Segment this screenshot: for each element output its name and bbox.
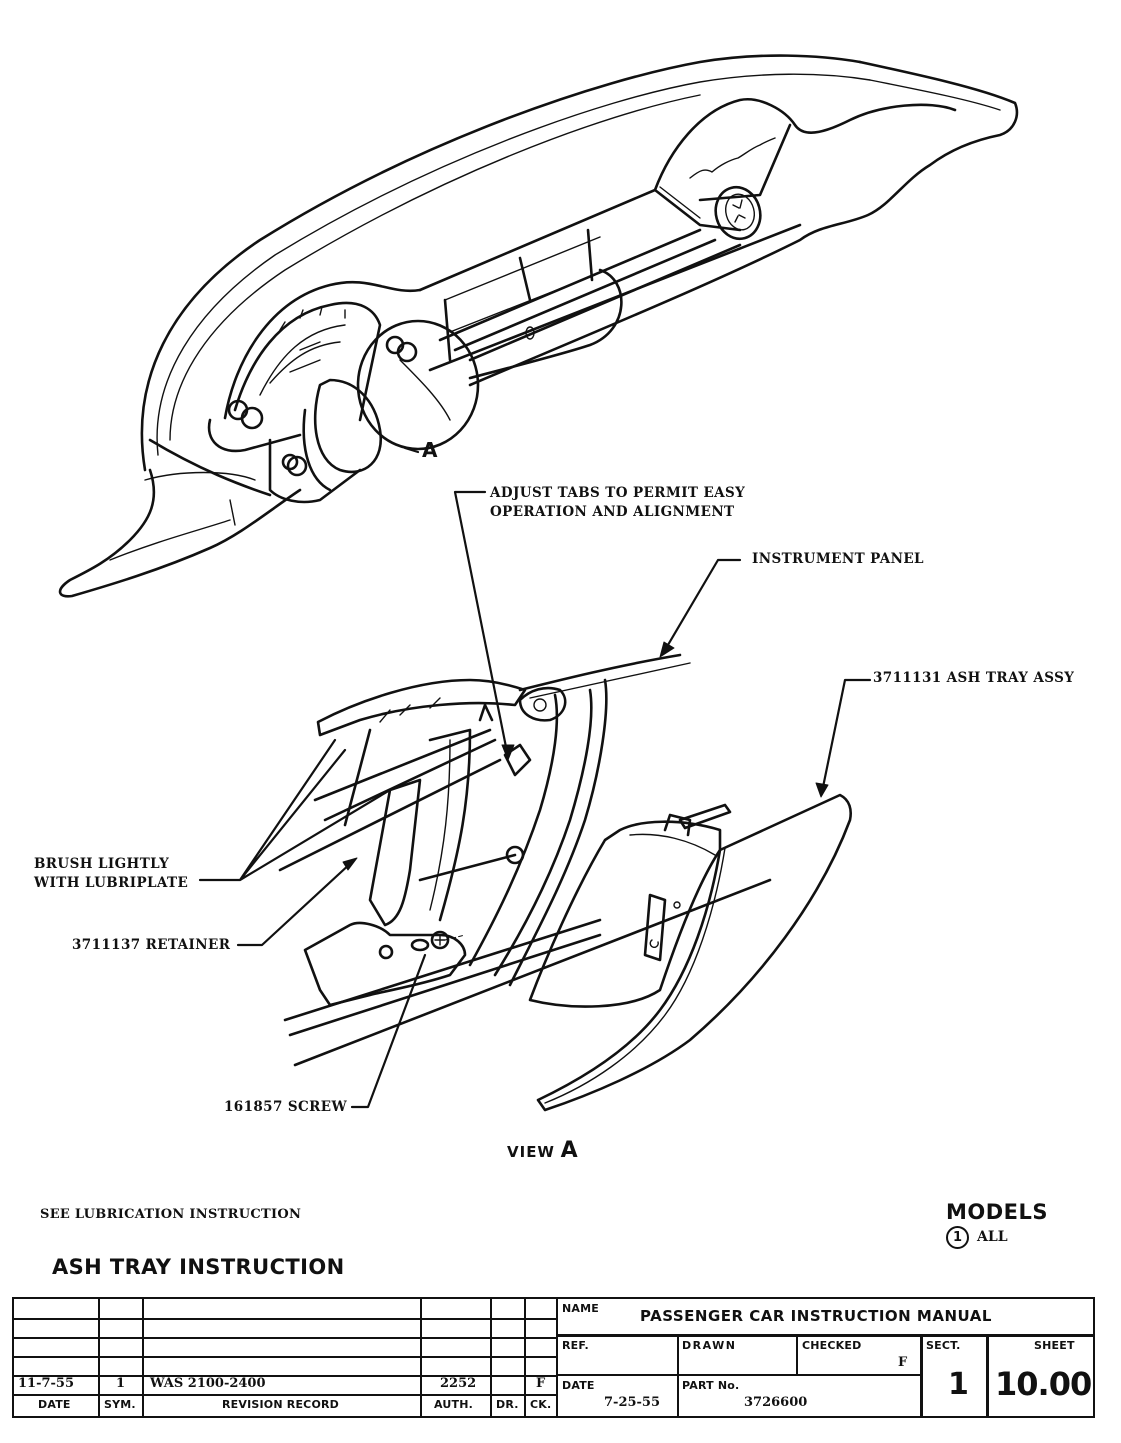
- ash-tray-front: [536, 793, 852, 1112]
- name-label: NAME: [562, 1302, 599, 1315]
- screw-hole: [378, 944, 394, 960]
- retainer: [368, 778, 422, 927]
- callout-brush-lightly: BRUSH LIGHTLY WITH LUBRIPLATE: [34, 855, 188, 893]
- header-sym: SYM.: [104, 1398, 136, 1411]
- ref-label: REF.: [562, 1339, 589, 1352]
- view-a-caption: VIEW A: [507, 1138, 578, 1163]
- clock: [714, 185, 762, 241]
- pivot-rod: [418, 853, 517, 882]
- part-no-value: 3726600: [744, 1395, 808, 1410]
- sect-value: 1: [948, 1367, 969, 1402]
- leader-instrument-panel: [663, 558, 742, 652]
- title-block: 11-7-55 1 WAS 2100-2400 2252 F DATE SYM.…: [12, 1297, 1095, 1418]
- dash-top-pad-inner: [156, 73, 871, 456]
- screw: [430, 930, 450, 950]
- leader-detail-a: [403, 446, 420, 454]
- sect-label: SECT.: [926, 1339, 961, 1352]
- revision-record-text: WAS 2100-2400: [150, 1376, 266, 1391]
- checked-label: CHECKED: [802, 1339, 862, 1352]
- ash-tray-body: [528, 820, 722, 1008]
- callout-brush-lightly-line1: BRUSH LIGHTLY: [34, 856, 170, 872]
- models-block: MODELS 1 ALL: [946, 1200, 1048, 1249]
- leader-adjust-tabs: [453, 490, 510, 759]
- sheet-value: 10.00: [995, 1365, 1092, 1403]
- callout-ash-tray-assy: 3711131 ASH TRAY ASSY: [873, 670, 1075, 686]
- instrument-cluster: [223, 280, 422, 420]
- header-date: DATE: [38, 1398, 71, 1411]
- callout-retainer: 3711137 RETAINER: [72, 937, 231, 953]
- part-no-label: PART No.: [682, 1379, 740, 1392]
- revision-date: 11-7-55: [18, 1376, 75, 1391]
- date-value: 7-25-55: [604, 1395, 661, 1410]
- revision-record-table: 11-7-55 1 WAS 2100-2400 2252 F DATE SYM.…: [14, 1299, 558, 1416]
- dash-right-end: [468, 60, 1019, 387]
- glovebox-pod: [653, 98, 957, 192]
- document-title: ASH TRAY INSTRUCTION: [52, 1255, 345, 1279]
- revision-sym: 1: [116, 1376, 126, 1391]
- checked-value: F: [898, 1355, 908, 1370]
- callout-instrument-panel: INSTRUMENT PANEL: [752, 551, 924, 567]
- callout-screw: 161857 SCREW: [224, 1099, 348, 1115]
- header-auth: AUTH.: [434, 1398, 473, 1411]
- dash-top-pad: [140, 54, 862, 472]
- name-value: PASSENGER CAR INSTRUCTION MANUAL: [640, 1307, 992, 1325]
- radio-knob: [525, 326, 535, 340]
- callout-adjust-tabs: ADJUST TABS TO PERMIT EASY OPERATION AND…: [490, 484, 745, 522]
- leader-lines: [198, 446, 872, 1109]
- retainer-top-lip: [316, 678, 527, 737]
- date-label: DATE: [562, 1379, 595, 1392]
- panel-frame: [468, 693, 559, 967]
- detail-label-a: A: [422, 438, 438, 462]
- drawing-info: NAME PASSENGER CAR INSTRUCTION MANUAL RE…: [558, 1299, 1093, 1416]
- bel-air-script: [689, 137, 776, 179]
- models-item: 1 ALL: [946, 1226, 1048, 1249]
- header-revision-record: REVISION RECORD: [222, 1398, 340, 1411]
- view-caption-letter: A: [560, 1138, 578, 1163]
- control-knob: [281, 453, 299, 471]
- leader-screw: [350, 953, 427, 1109]
- dash-left-sweep: [58, 468, 302, 598]
- leader-ash-tray: [820, 678, 872, 794]
- leader-brush-lightly: [198, 738, 392, 882]
- header-ck: CK.: [530, 1398, 552, 1411]
- adjustment-tab: [518, 686, 567, 722]
- model-label: ALL: [977, 1229, 1008, 1246]
- callout-adjust-tabs-line1: ADJUST TABS TO PERMIT EASY: [490, 485, 746, 501]
- callout-brush-lightly-line2: WITH LUBRIPLATE: [34, 875, 189, 891]
- dashboard-illustration: [58, 54, 1019, 598]
- models-title: MODELS: [946, 1200, 1049, 1224]
- callout-adjust-tabs-line2: OPERATION AND ALIGNMENT: [490, 504, 735, 520]
- view-caption-text: VIEW: [507, 1143, 555, 1161]
- header-dr: DR.: [496, 1398, 519, 1411]
- instrument-panel-edge: [518, 653, 682, 692]
- drawn-label: DRAWN: [682, 1339, 737, 1352]
- revision-ck: F: [536, 1376, 546, 1391]
- technical-illustration: [58, 54, 1019, 1112]
- lubrication-note: SEE LUBRICATION INSTRUCTION: [40, 1207, 302, 1222]
- leader-retainer: [236, 860, 354, 947]
- sheet-label: SHEET: [1034, 1339, 1075, 1352]
- view-a-illustration: [278, 653, 852, 1112]
- detail-circle-a: [356, 319, 480, 451]
- model-number-circle: 1: [946, 1226, 969, 1249]
- revision-auth: 2252: [440, 1376, 477, 1391]
